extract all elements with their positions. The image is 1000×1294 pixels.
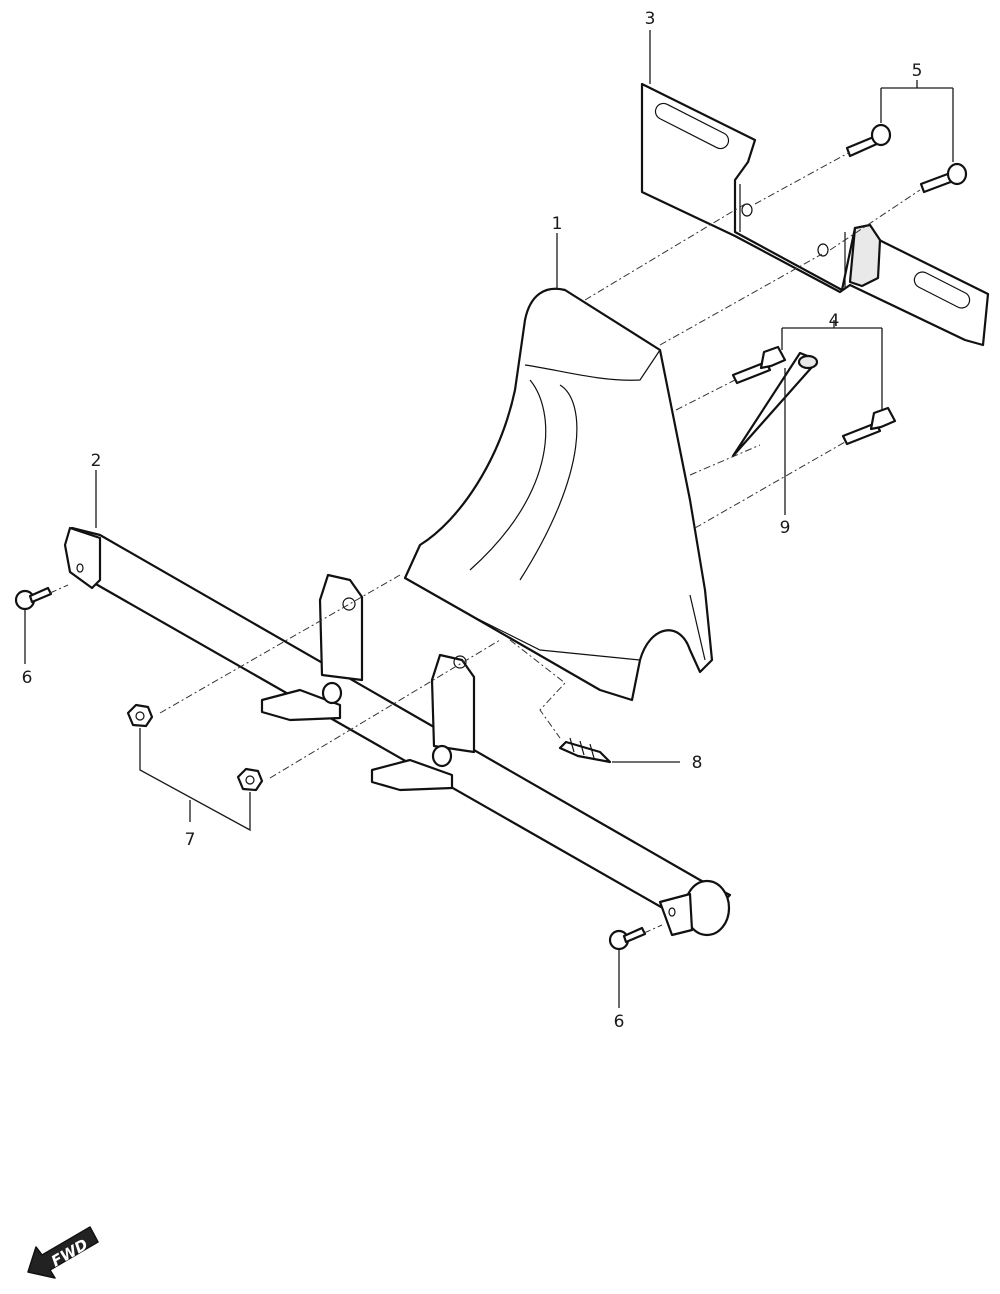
reflector-clip <box>731 351 819 458</box>
bolt-upper <box>731 345 787 385</box>
callout-1: 1 <box>552 214 563 234</box>
callout-9: 9 <box>780 518 791 538</box>
flange-nut-lower <box>236 767 264 792</box>
callout-4: 4 <box>829 311 840 331</box>
callout-5: 5 <box>912 61 923 81</box>
callout-labels: 1 2 3 4 5 6 6 7 8 9 <box>22 9 923 1032</box>
callout-2: 2 <box>91 451 102 471</box>
leader-lines <box>24 30 954 1008</box>
callout-6-left: 6 <box>22 668 33 688</box>
crossbar-tube <box>63 526 732 937</box>
flange-nut-upper <box>126 703 154 728</box>
bolt-lower <box>841 406 897 446</box>
retaining-clip <box>558 737 612 764</box>
bracket-screw-lower <box>919 162 968 194</box>
callout-3: 3 <box>645 9 656 29</box>
callout-7: 7 <box>185 830 196 850</box>
tube-screw-left <box>14 586 53 611</box>
assembly-lines <box>49 151 921 934</box>
callout-6-right: 6 <box>614 1012 625 1032</box>
forward-arrow-icon: FWD <box>27 1226 99 1279</box>
plate-bracket <box>640 82 990 347</box>
rear-fender-cover <box>403 287 714 702</box>
callout-8: 8 <box>692 753 703 773</box>
bracket-screw-upper <box>845 123 892 158</box>
tube-screw-right <box>608 926 647 951</box>
